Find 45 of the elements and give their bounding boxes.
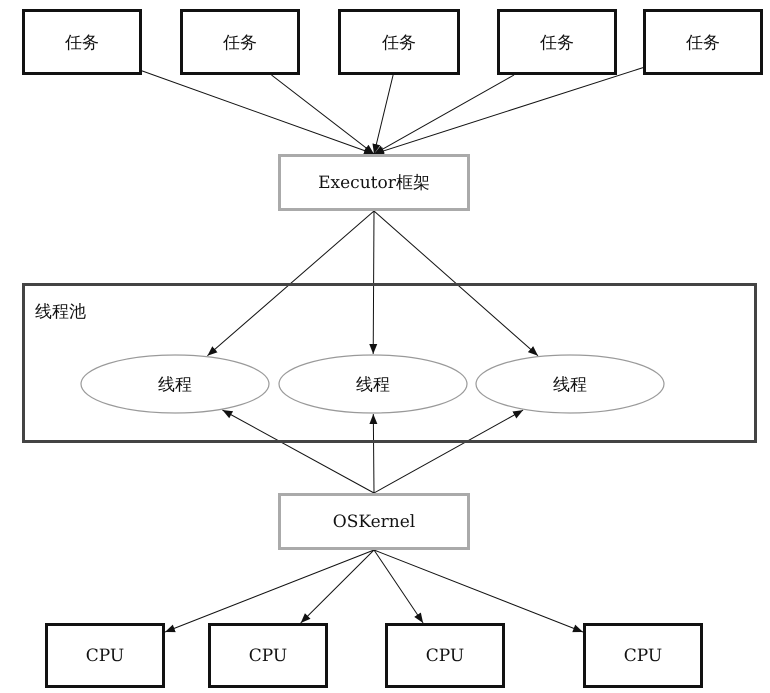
arrow [374, 74, 514, 154]
node-label: 线程 [158, 374, 192, 396]
arrow [374, 550, 584, 632]
node-label: 任务 [382, 32, 416, 54]
node-label: Executor框架 [318, 172, 430, 194]
process-box [22, 9, 142, 75]
process-box [45, 623, 165, 688]
arrow [222, 410, 374, 494]
group-title: 线程池 [35, 301, 86, 323]
arrow [369, 210, 378, 354]
process-box [497, 9, 617, 75]
process-box [180, 9, 300, 75]
node-label: OSKernel [332, 512, 416, 532]
thread-ellipse [475, 354, 665, 414]
node-label: CPU [426, 646, 464, 666]
node-label: 任务 [540, 32, 574, 54]
arrow [271, 74, 374, 154]
arrow [372, 74, 394, 154]
node-label: CPU [624, 646, 662, 666]
node-label: 线程 [553, 374, 587, 396]
process-box [583, 623, 703, 688]
process-box [278, 154, 470, 211]
process-box [208, 623, 328, 688]
node-label: CPU [248, 646, 288, 666]
process-box [278, 493, 470, 550]
group-box [22, 283, 757, 443]
arrow [142, 70, 374, 154]
arrow [164, 550, 374, 632]
arrow [374, 210, 538, 356]
node-label: 任务 [686, 32, 720, 54]
arrow [206, 210, 374, 356]
node-label: 任务 [223, 32, 257, 54]
node-label: CPU [86, 646, 124, 666]
node-label: 任务 [65, 32, 99, 54]
node-label: 线程 [356, 374, 390, 396]
arrow [374, 550, 424, 624]
arrow [374, 410, 524, 494]
arrow [300, 550, 374, 624]
thread-ellipse [80, 354, 270, 414]
arrow [374, 67, 644, 155]
thread-ellipse [278, 354, 468, 414]
process-box [643, 9, 763, 75]
arrow [369, 414, 378, 494]
process-box [385, 623, 505, 688]
process-box [338, 9, 460, 75]
